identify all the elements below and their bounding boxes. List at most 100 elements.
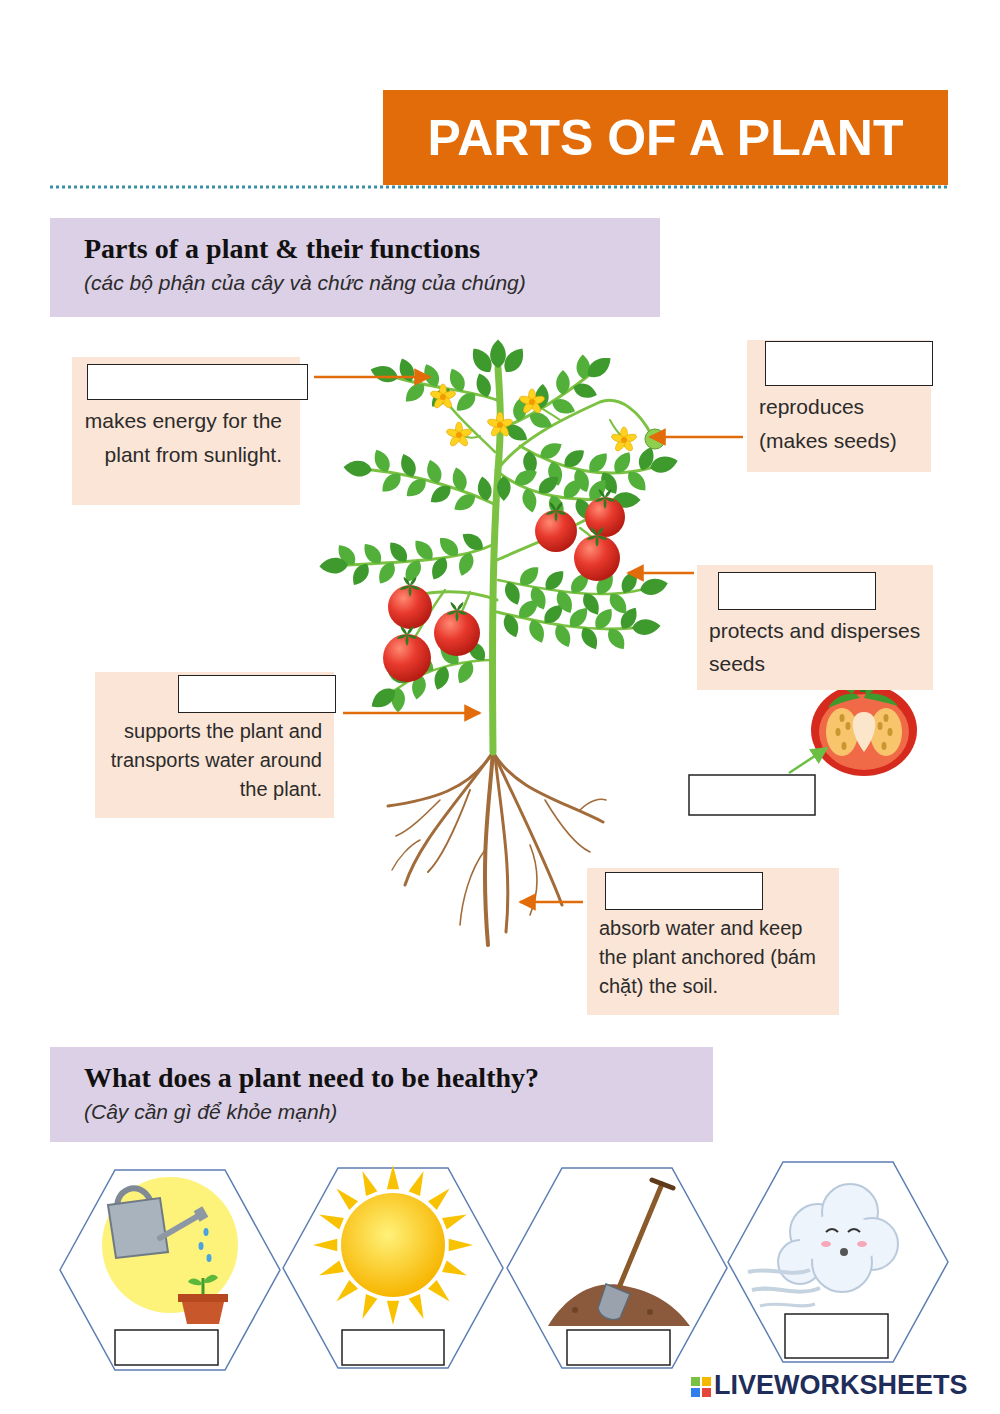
callout-box: makes energy for the plant from sunlight…	[72, 357, 300, 505]
plant-leaves-part	[571, 381, 599, 402]
fruit-calyx-part	[456, 611, 459, 622]
plant-flowers-part	[529, 399, 535, 405]
fruit-calyx-part	[406, 625, 415, 636]
plant-flowers-part	[611, 433, 626, 444]
sun-icon-part-part	[319, 1214, 344, 1229]
answer-boxes-part	[785, 1314, 888, 1358]
tomato-cross-section-part	[819, 694, 909, 770]
answer-box	[605, 872, 763, 910]
soil-icon-part	[647, 1309, 653, 1315]
plant-leaves-part	[424, 458, 445, 486]
soil-icon-part	[652, 1180, 673, 1188]
sun-icon-part-part	[442, 1214, 467, 1229]
plant-leaves-part	[520, 487, 539, 514]
plant-leaves-part	[459, 529, 487, 554]
section-header: Parts of a plant & their functions(các b…	[50, 218, 660, 317]
tomato-cross-section-part-part	[884, 714, 889, 722]
plant-leaves-part	[490, 339, 506, 368]
plant-leaves-part	[467, 344, 496, 376]
leader-arrows	[314, 377, 743, 902]
air-icon-part	[848, 1229, 860, 1232]
watermark-logo-part	[702, 1388, 711, 1397]
plant-leaves-part	[512, 466, 540, 489]
plant-leaves-part	[410, 536, 437, 563]
sun-icon-part-part	[449, 1239, 473, 1251]
plant-leaves-part	[500, 344, 529, 376]
answer-box	[178, 675, 336, 713]
air-icon-part	[826, 1229, 838, 1232]
tomato-cross-section-part-part	[842, 742, 847, 750]
fruit-calyx-part	[409, 576, 418, 587]
need-hexagons-part	[283, 1168, 503, 1368]
plant-leaves-part	[378, 469, 405, 496]
plant-roots-part	[530, 845, 537, 915]
plant-fruit-part	[585, 497, 625, 537]
function-text: supports the plant and transports water …	[105, 717, 322, 804]
watermark-logo	[691, 1377, 711, 1397]
answer-box	[718, 572, 876, 610]
plant-leaves-part	[401, 379, 428, 406]
plant-leaves-part	[516, 563, 543, 590]
tomato-cross-section-part-part	[882, 742, 887, 750]
plant-leaves-part	[319, 557, 348, 574]
soil-icon-part	[598, 1284, 630, 1320]
plant-leaves-part	[559, 475, 586, 502]
plant-leaves-part	[560, 445, 588, 471]
plant-flowers-part	[497, 422, 503, 428]
leader-arrow	[789, 748, 827, 773]
fruit-calyx-part	[596, 526, 605, 537]
plant-leaves-part	[343, 459, 373, 478]
fruit-calyx-part	[597, 488, 606, 499]
sun-icon-part-part	[362, 1171, 377, 1196]
water-icon-part	[102, 1177, 238, 1313]
sun-icon-part-part	[409, 1294, 424, 1319]
sun-icon-part-part	[428, 1188, 450, 1210]
plant-leaves-part	[367, 684, 399, 713]
watermark-logo-part	[702, 1377, 711, 1386]
watermark-logo-part	[691, 1377, 700, 1386]
plant-leaves-part	[402, 475, 430, 501]
leader-arrows-part	[520, 901, 583, 904]
plant-leaves-part	[359, 540, 385, 568]
plant-leaves-part	[624, 468, 651, 495]
function-text: reproduces (makes seeds)	[759, 390, 921, 458]
need-hexagons-part	[728, 1162, 948, 1362]
fruit-calyx-part	[586, 535, 597, 541]
fruit-calyx-part	[604, 498, 607, 509]
function-text: makes energy for the plant from sunlight…	[84, 404, 282, 472]
water-icon-part	[203, 1275, 218, 1283]
air-icon-part	[752, 1288, 820, 1292]
plant-leaves-part	[452, 389, 479, 416]
need-hexagons-part	[507, 1168, 727, 1368]
callout-box: protects and disperses seeds	[697, 565, 933, 690]
plant-roots-part	[388, 752, 493, 806]
plant-stem-part	[498, 580, 640, 594]
plant-fruit-part	[434, 610, 480, 656]
sun-icon	[313, 1165, 473, 1325]
sun-icon-part-part	[442, 1261, 467, 1276]
plant-fruit-part	[383, 634, 431, 682]
tomato-cross-section-part	[828, 694, 860, 708]
sun-icon-part	[341, 1193, 445, 1297]
plant-roots-part	[495, 756, 508, 932]
header-subtitle: (các bộ phận của cây và chức năng của ch…	[84, 268, 644, 298]
fruit-calyx	[396, 488, 616, 646]
fruit-calyx-part	[545, 510, 556, 516]
fruit-calyx-part	[555, 501, 564, 512]
answer-box	[765, 341, 933, 386]
plant-leaves-part	[550, 396, 578, 418]
plant-stem-part	[445, 400, 495, 452]
fruit-calyx-part	[399, 585, 410, 591]
plant-leaves-part	[476, 475, 494, 502]
answer-boxes-part	[567, 1330, 670, 1365]
watermark-logo-part	[691, 1388, 700, 1397]
plant-roots-part	[392, 840, 420, 870]
answer-box	[689, 775, 815, 815]
title-banner: PARTS OF A PLANT	[383, 90, 948, 185]
plant-fruit	[383, 429, 665, 682]
plant-flowers-part	[621, 437, 627, 443]
plant-leaves-part	[396, 356, 418, 384]
plant-leaves-part	[427, 482, 455, 508]
